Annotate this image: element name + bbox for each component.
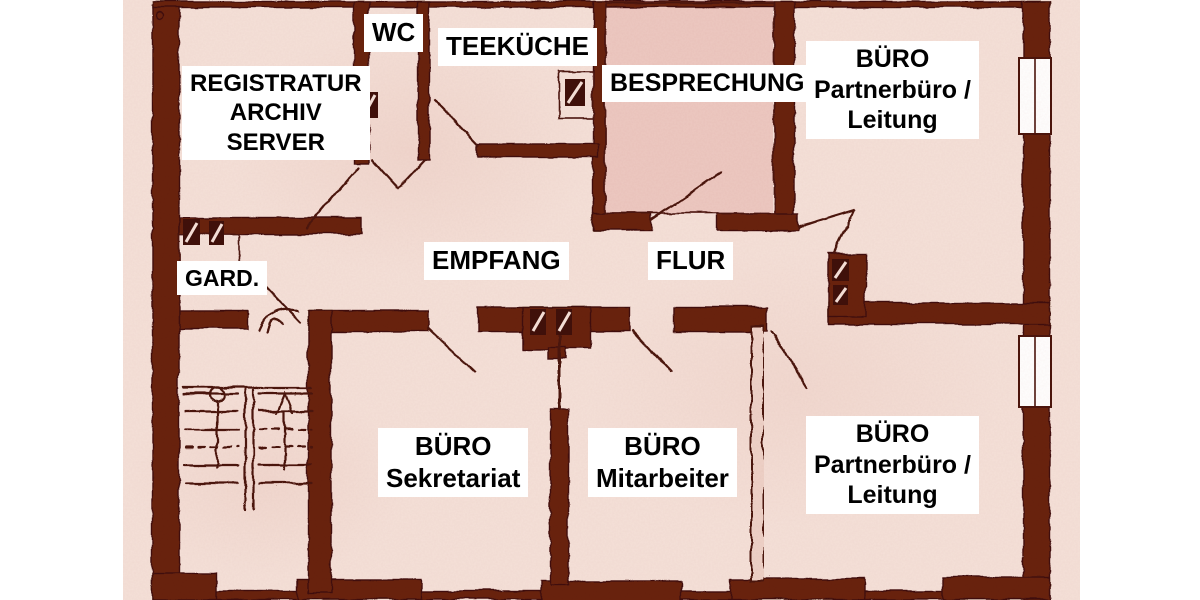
- room-label-line: BÜRO: [855, 45, 930, 73]
- room-label-line: BESPRECHUNG: [610, 69, 805, 97]
- room-label-buero-partner-oben: BÜRO Partnerbüro / Leitung: [806, 41, 979, 139]
- room-label-line: BÜRO: [414, 431, 492, 461]
- room-label-teekueche: TEEKÜCHE: [438, 28, 598, 66]
- room-label-line: FLUR: [656, 245, 726, 275]
- room-label-line: Partnerbüro /: [814, 450, 971, 479]
- room-label-buero-partner-unten: BÜRO Partnerbüro / Leitung: [806, 416, 979, 514]
- room-label-line: SERVER: [226, 128, 325, 156]
- room-label-line: Partnerbüro /: [814, 75, 971, 104]
- room-label-flur: FLUR: [648, 242, 734, 280]
- room-label-besprechung: BESPRECHUNG: [602, 65, 813, 102]
- room-label-line: Leitung: [847, 481, 938, 509]
- room-label-buero-sekretariat: BÜRO Sekretariat: [378, 428, 529, 498]
- room-label-line: REGISTRATUR: [190, 70, 362, 97]
- room-label-line: Sekretariat: [386, 462, 521, 493]
- room-label-line: TEEKÜCHE: [446, 31, 590, 61]
- room-label-garderobe: GARD.: [177, 261, 268, 296]
- room-label-line: Mitarbeiter: [596, 462, 729, 493]
- room-label-buero-mitarbeiter: BÜRO Mitarbeiter: [588, 428, 737, 498]
- room-label-registratur-archiv-server: REGISTRATUR ARCHIV SERVER: [182, 66, 370, 160]
- room-label-line: GARD.: [185, 265, 260, 291]
- room-label-line: WC: [372, 17, 416, 47]
- room-label-line: BÜRO: [855, 420, 930, 448]
- room-label-empfang: EMPFANG: [424, 242, 569, 280]
- room-label-line: Leitung: [847, 106, 938, 134]
- room-label-line: BÜRO: [624, 431, 701, 461]
- room-label-wc: WC: [364, 14, 424, 52]
- room-label-line: ARCHIV: [229, 99, 322, 127]
- room-label-line: EMPFANG: [432, 245, 561, 275]
